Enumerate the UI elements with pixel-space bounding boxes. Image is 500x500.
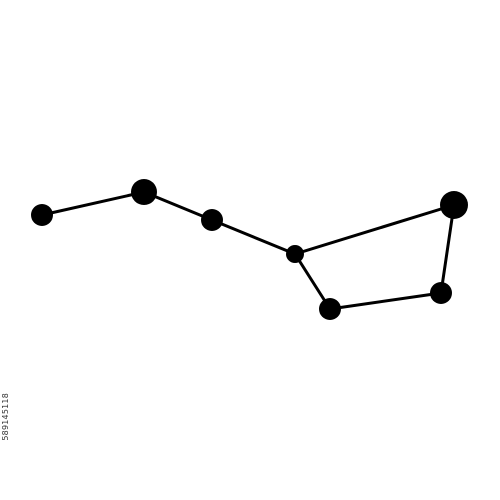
connection-line-1 xyxy=(40,190,146,217)
constellation-lines xyxy=(40,190,456,311)
star-3 xyxy=(201,209,223,231)
constellation-stars xyxy=(31,179,468,320)
connection-line-5 xyxy=(328,291,443,311)
star-5 xyxy=(319,298,341,320)
star-6 xyxy=(430,282,452,304)
star-1 xyxy=(31,204,53,226)
star-2 xyxy=(131,179,157,205)
star-7 xyxy=(440,191,468,219)
connection-line-6 xyxy=(439,203,456,295)
star-4 xyxy=(286,245,304,263)
connection-line-7 xyxy=(293,203,456,256)
stock-id-text: 589145118 xyxy=(1,393,10,441)
connection-line-3 xyxy=(210,218,297,256)
